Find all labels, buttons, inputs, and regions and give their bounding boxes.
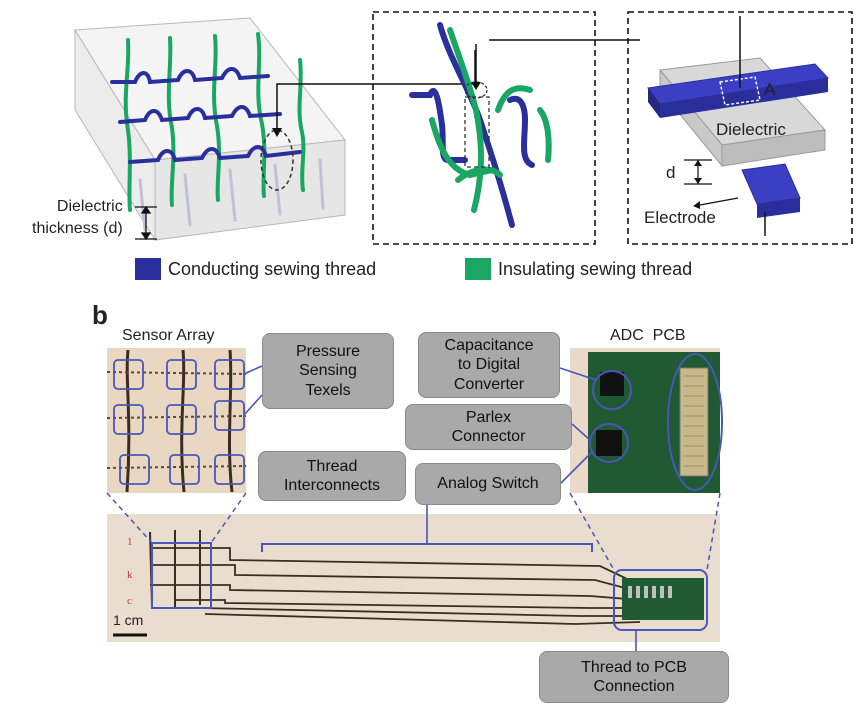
electrode-label: Electrode xyxy=(644,208,716,227)
projection-lines xyxy=(106,492,721,571)
thickness-marker xyxy=(135,205,157,241)
svg-text:k: k xyxy=(127,569,133,581)
svg-text:c: c xyxy=(127,595,132,607)
conducting-thread-swatch xyxy=(135,258,161,280)
zoom-texel-highlight xyxy=(464,96,490,168)
panel-b-letter: b xyxy=(92,300,108,330)
texel-boxes xyxy=(113,359,245,485)
capacitor-model xyxy=(647,16,830,236)
callout-leaders xyxy=(243,365,637,652)
svg-text:1: 1 xyxy=(127,536,133,548)
sensor-array-title: Sensor Array xyxy=(122,327,215,344)
capacitor-area-label: A xyxy=(764,80,776,99)
texel-highlight-ellipse xyxy=(260,129,294,191)
thread-to-pcb-connection-callout: Thread to PCB Connection xyxy=(539,651,729,703)
scale-bar-label: 1 cm xyxy=(113,612,144,628)
full-sensor-photo: 1 k c xyxy=(107,514,720,642)
array-region-box xyxy=(151,542,212,609)
sensor-array-photo xyxy=(106,348,247,493)
conducting-thread-label: Conducting sewing thread xyxy=(168,259,377,279)
capacitor-box xyxy=(627,11,853,245)
zoom-connector-line xyxy=(276,50,476,128)
dielectric-thickness-label: Dielectric thickness (d) xyxy=(32,198,123,237)
insulating-thread-swatch xyxy=(465,258,491,280)
zoom-box xyxy=(372,11,596,245)
pcb-region-box xyxy=(613,569,708,631)
d-label: d xyxy=(666,163,676,182)
insulating-thread-label: Insulating sewing thread xyxy=(498,259,693,279)
dielectric-label: Dielectric xyxy=(716,120,786,139)
adc-pcb-photo xyxy=(570,348,720,493)
fabric-block-3d xyxy=(74,17,346,242)
pcb-highlights xyxy=(589,353,723,491)
thread-interconnects-callout: Thread Interconnects xyxy=(258,451,406,501)
parlex-connector-callout: Parlex Connector xyxy=(405,404,572,450)
cdc-callout: Capacitance to Digital Converter xyxy=(418,332,560,398)
analog-switch-callout: Analog Switch xyxy=(415,463,561,505)
zoomed-threads xyxy=(409,22,552,228)
adc-pcb-title: ADC PCB xyxy=(610,327,686,344)
zoom-arrowhead xyxy=(272,128,282,137)
pressure-sensing-texels-callout: Pressure Sensing Texels xyxy=(262,333,394,409)
